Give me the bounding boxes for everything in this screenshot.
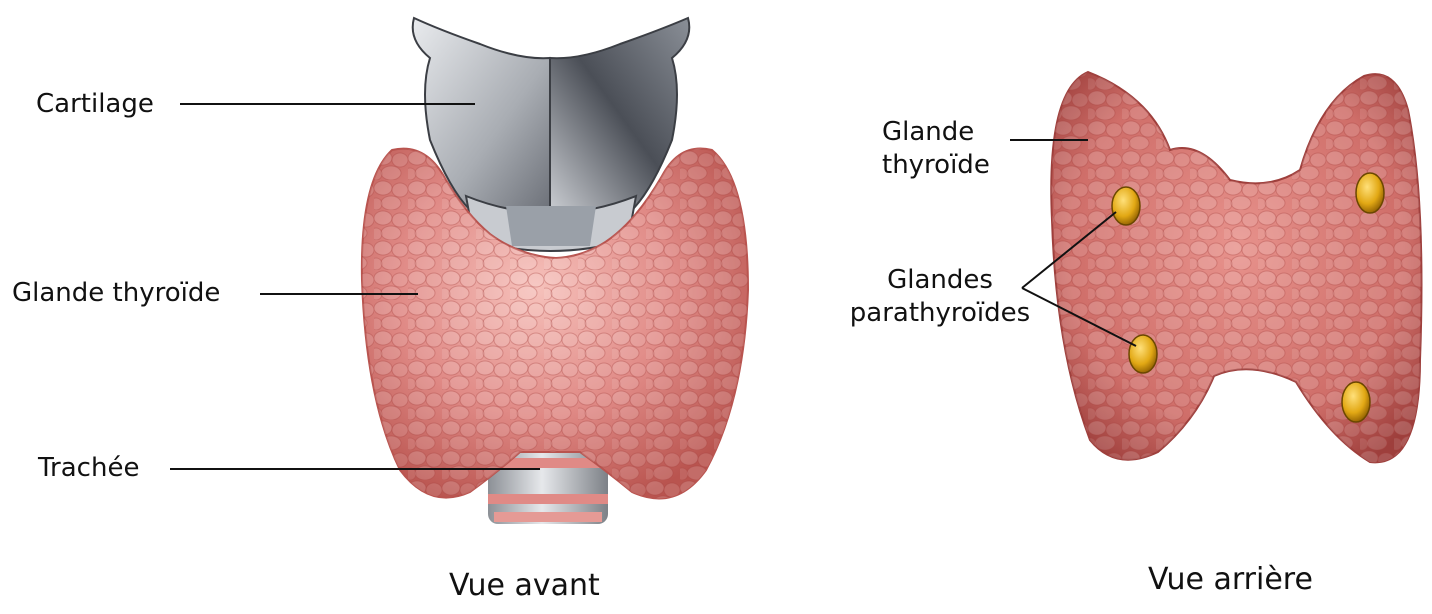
trachea-label: Trachée	[38, 452, 139, 485]
front-view-caption: Vue avant	[449, 568, 600, 603]
parathyroid-gland-upper-left	[1112, 187, 1140, 225]
back-thyroid-label: Glande thyroïde	[882, 116, 990, 181]
cartilage-label: Cartilage	[36, 88, 154, 121]
back-thyroid-label-line2: thyroïde	[882, 149, 990, 182]
thyroid-label: Glande thyroïde	[12, 277, 220, 310]
parathyroid-gland-lower-right	[1342, 382, 1370, 422]
front-view-illustration	[362, 18, 748, 524]
back-view-caption: Vue arrière	[1148, 562, 1313, 597]
back-view-illustration	[1051, 72, 1421, 462]
parathyroid-label-line1: Glandes	[840, 264, 1040, 297]
parathyroid-label: Glandes parathyroïdes	[840, 264, 1040, 329]
parathyroid-gland-upper-right	[1356, 173, 1384, 213]
back-thyroid-label-line1: Glande	[882, 116, 990, 149]
parathyroid-label-line2: parathyroïdes	[840, 297, 1040, 330]
parathyroid-gland-lower-left	[1129, 335, 1157, 373]
